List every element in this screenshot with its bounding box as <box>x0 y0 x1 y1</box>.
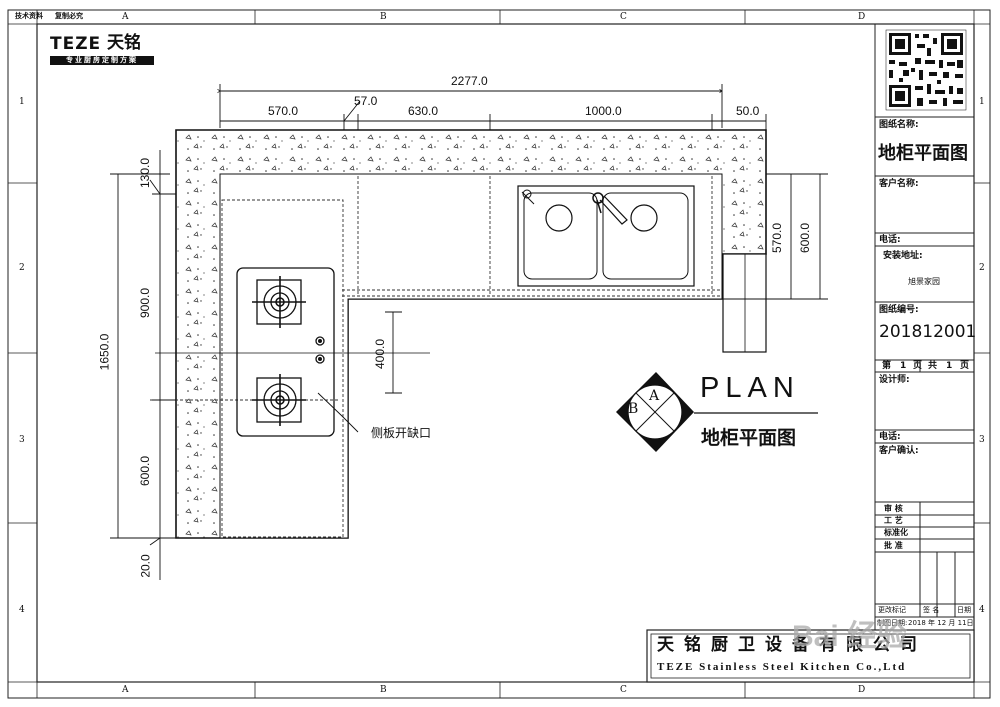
dim-right-inner: 570.0 <box>770 222 785 254</box>
dim-total: 2277.0 <box>451 74 488 88</box>
stove <box>236 267 335 437</box>
end-panel <box>722 253 767 353</box>
tb-address: 旭景家园 <box>908 277 940 286</box>
grid-row-2-left: 2 <box>19 263 25 273</box>
tb-date-label: 制图日期: <box>877 619 908 627</box>
tb-address-label: 安装地址: <box>883 251 923 261</box>
side-cut-leader <box>317 392 359 433</box>
center-dimension <box>385 311 402 394</box>
tb-phone-label: 电话: <box>879 235 901 245</box>
tb-total-num: 1 <box>946 361 953 371</box>
side-cut-annotation: 侧板开缺口 <box>371 426 432 440</box>
grid-col-c-bottom: C <box>620 685 627 695</box>
grid-row-4-left: 4 <box>19 605 25 615</box>
qr-code <box>885 29 967 111</box>
grid-row-2-right: 2 <box>979 263 985 273</box>
tb-drawing-name-label: 图纸名称: <box>879 120 919 130</box>
dim-left-total: 1650.0 <box>97 333 112 371</box>
cabinet-interior <box>219 173 723 539</box>
grid-row-1-left: 1 <box>19 97 25 107</box>
grid-col-a-top: A <box>122 12 129 22</box>
grid-col-b-top: B <box>380 12 387 22</box>
dim-left-top: 130.0 <box>138 157 153 189</box>
top-dimensions <box>220 84 767 130</box>
grid-col-d-top: D <box>858 12 866 22</box>
right-dimensions <box>723 173 828 300</box>
tb-page-suffix: 页 <box>913 361 923 371</box>
dim-left-bottom: 20.0 <box>138 554 153 578</box>
tb-approval-process: 工 艺 <box>884 516 903 525</box>
tb-client-label: 客户名称: <box>879 179 919 189</box>
tb-phone2-label: 电话: <box>879 432 901 442</box>
dim-left-low: 600.0 <box>138 455 153 487</box>
dim-center: 400.0 <box>373 338 388 370</box>
left-dimensions <box>110 150 176 580</box>
grid-row-3-left: 3 <box>19 435 25 445</box>
logo-brand: TEZE <box>50 34 102 54</box>
dim-right-outer: 600.0 <box>798 222 813 254</box>
logo-tagline: 专业厨房定制方案 <box>50 56 154 65</box>
sink <box>517 185 695 287</box>
tb-drawing-name: 地柜平面图 <box>878 143 968 164</box>
grid-row-4-right: 4 <box>979 605 985 615</box>
dim-seg2: 57.0 <box>354 94 378 108</box>
legend-plan: PLAN <box>700 372 800 404</box>
tb-rev-date: 日期 <box>957 606 971 614</box>
grid-col-d-bottom: D <box>858 685 866 695</box>
tb-approval-standard: 标准化 <box>884 528 908 537</box>
logo-brand-cn: 天铭 <box>107 33 141 53</box>
tb-total-prefix: 共 <box>928 361 938 371</box>
dim-seg5: 50.0 <box>736 104 760 118</box>
title-block-lines <box>874 24 974 631</box>
tb-confirm-label: 客户确认: <box>879 446 919 456</box>
company-name-cn: 天铭厨卫设备有限公司 <box>657 635 927 655</box>
tb-rev-sign: 签 名 <box>923 606 940 614</box>
company-box <box>646 629 975 683</box>
cabinet-dashed-lines <box>150 176 722 538</box>
header-copy: 复制必究 <box>55 12 83 20</box>
legend-plan-cn: 地柜平面图 <box>701 427 797 449</box>
tb-rev-mark: 更改标记 <box>878 606 906 614</box>
tb-designer-label: 设计师: <box>879 375 910 385</box>
company-name-en: TEZE Stainless Steel Kitchen Co.,Ltd <box>657 661 907 673</box>
grid-ticks <box>8 10 990 698</box>
tb-page-prefix: 第 <box>882 361 892 371</box>
grid-col-c-top: C <box>620 12 627 22</box>
outer-frame <box>7 9 991 699</box>
grid-col-b-bottom: B <box>380 685 387 695</box>
tb-approval-approve: 批 准 <box>884 541 903 550</box>
dim-seg1: 570.0 <box>268 104 299 118</box>
tb-drawing-no-label: 图纸编号: <box>879 305 919 315</box>
tb-date-value: 2018 年 12 月 11日 <box>908 619 974 627</box>
grid-row-1-right: 1 <box>979 97 985 107</box>
legend-letter-b: B <box>628 401 639 417</box>
plan-legend-symbol <box>616 372 818 452</box>
dim-seg4: 1000.0 <box>585 104 622 118</box>
grid-row-3-right: 3 <box>979 435 985 445</box>
header-tech: 技术资料 <box>15 12 43 20</box>
tb-page-num: 1 <box>900 361 907 371</box>
dim-left-mid: 900.0 <box>138 287 153 319</box>
dim-seg3: 630.0 <box>408 104 439 118</box>
watermark: Bai 经验 <box>792 620 908 653</box>
legend-letter-a: A <box>649 388 660 404</box>
tb-approval-review: 审 核 <box>884 504 903 513</box>
tb-total-suffix: 页 <box>960 361 970 371</box>
tb-drawing-no: 201812001 <box>879 322 977 342</box>
grid-col-a-bottom: A <box>122 685 129 695</box>
